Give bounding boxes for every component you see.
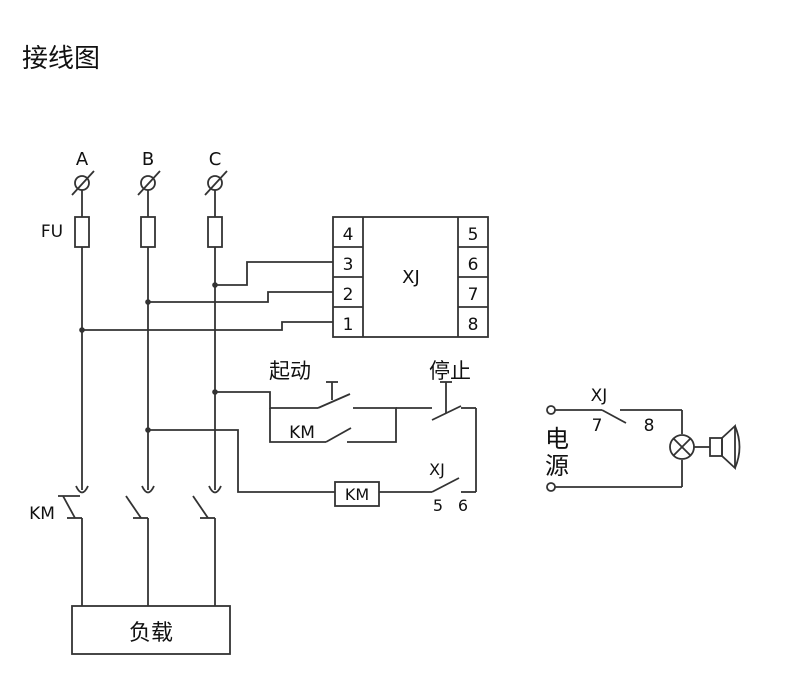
relay-terminal-2: 2 [343, 285, 354, 305]
relay-contact-label: XJ [429, 460, 445, 479]
page-title: 接线图 [22, 44, 101, 74]
junction-dot [212, 389, 218, 395]
terminal-symbol-b [137, 170, 161, 196]
holding-contact [325, 427, 352, 443]
control-wires [148, 391, 477, 493]
relay-terminal-8: 8 [468, 315, 479, 335]
junction-dot [79, 327, 85, 333]
terminal-symbol-a [71, 170, 95, 196]
relay-name: XJ [402, 267, 420, 288]
power-label-top: 电 [545, 425, 569, 453]
relay-terminal-4: 4 [343, 225, 354, 245]
phase-label-b: B [142, 149, 154, 170]
contactor-coil [334, 481, 380, 507]
relay-contact-56 [431, 477, 460, 493]
lamp-icon [669, 434, 695, 460]
junction-dot [145, 299, 151, 305]
alarm-contact-label: XJ [591, 386, 608, 406]
power-label-bottom: 源 [545, 452, 569, 480]
relay-contact-pin-5: 5 [433, 496, 443, 515]
relay-terminal-5: 5 [468, 225, 479, 245]
phase-label-a: A [76, 149, 89, 170]
start-button [317, 381, 351, 409]
junction-dot [145, 427, 151, 433]
alarm-contact-pin-8: 8 [644, 416, 655, 436]
holding-contact-label: KM [289, 423, 315, 443]
relay-xj [332, 216, 489, 338]
stop-button [431, 381, 462, 421]
load-label: 负载 [129, 621, 173, 646]
relay-supply-wires [82, 261, 333, 331]
relay-terminal-6: 6 [468, 255, 479, 275]
main-contact-label: KM [29, 504, 55, 524]
terminal-symbol-c [204, 170, 228, 196]
load-box [71, 605, 231, 655]
main-contact-b [125, 485, 155, 606]
main-contact-c [192, 485, 222, 606]
relay-terminal-1: 1 [343, 315, 354, 335]
fuse-c [207, 216, 223, 248]
junction-dot [212, 282, 218, 288]
relay-contact-pin-6: 6 [458, 496, 468, 515]
fuse-label: FU [41, 222, 63, 242]
alarm-circuit [546, 405, 683, 492]
fuse-a [74, 216, 90, 248]
stop-label: 停止 [429, 359, 471, 383]
relay-terminal-3: 3 [343, 255, 354, 275]
coil-label: KM [345, 485, 369, 504]
speaker-icon [694, 423, 741, 471]
main-contact-a [58, 485, 89, 606]
start-label: 起动 [269, 359, 311, 383]
fuse-b [140, 216, 156, 248]
alarm-contact-pin-7: 7 [592, 416, 603, 436]
phase-label-c: C [209, 149, 222, 170]
relay-terminal-7: 7 [468, 285, 479, 305]
